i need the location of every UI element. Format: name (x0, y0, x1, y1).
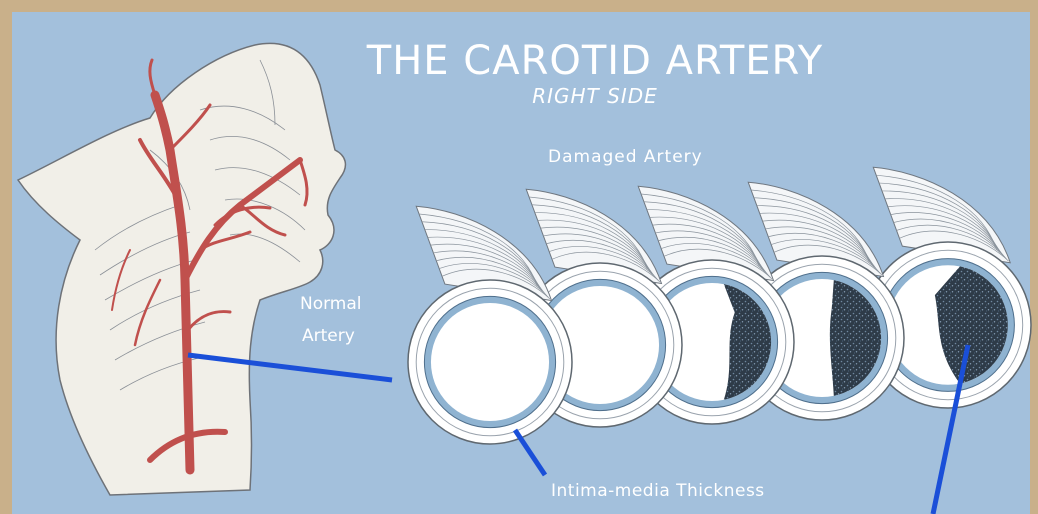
damaged-artery-label: Damaged Artery (548, 147, 703, 167)
normal-artery-label-line2: Artery (302, 326, 355, 346)
vessel-lumen (431, 303, 549, 421)
intima-media-thickness-label: Intima-media Thickness (551, 481, 765, 501)
diagram-subtitle: RIGHT SIDE (470, 84, 720, 108)
diagram-title: THE CAROTID ARTERY (360, 38, 830, 84)
normal-artery-label-line1: Normal (300, 294, 362, 314)
